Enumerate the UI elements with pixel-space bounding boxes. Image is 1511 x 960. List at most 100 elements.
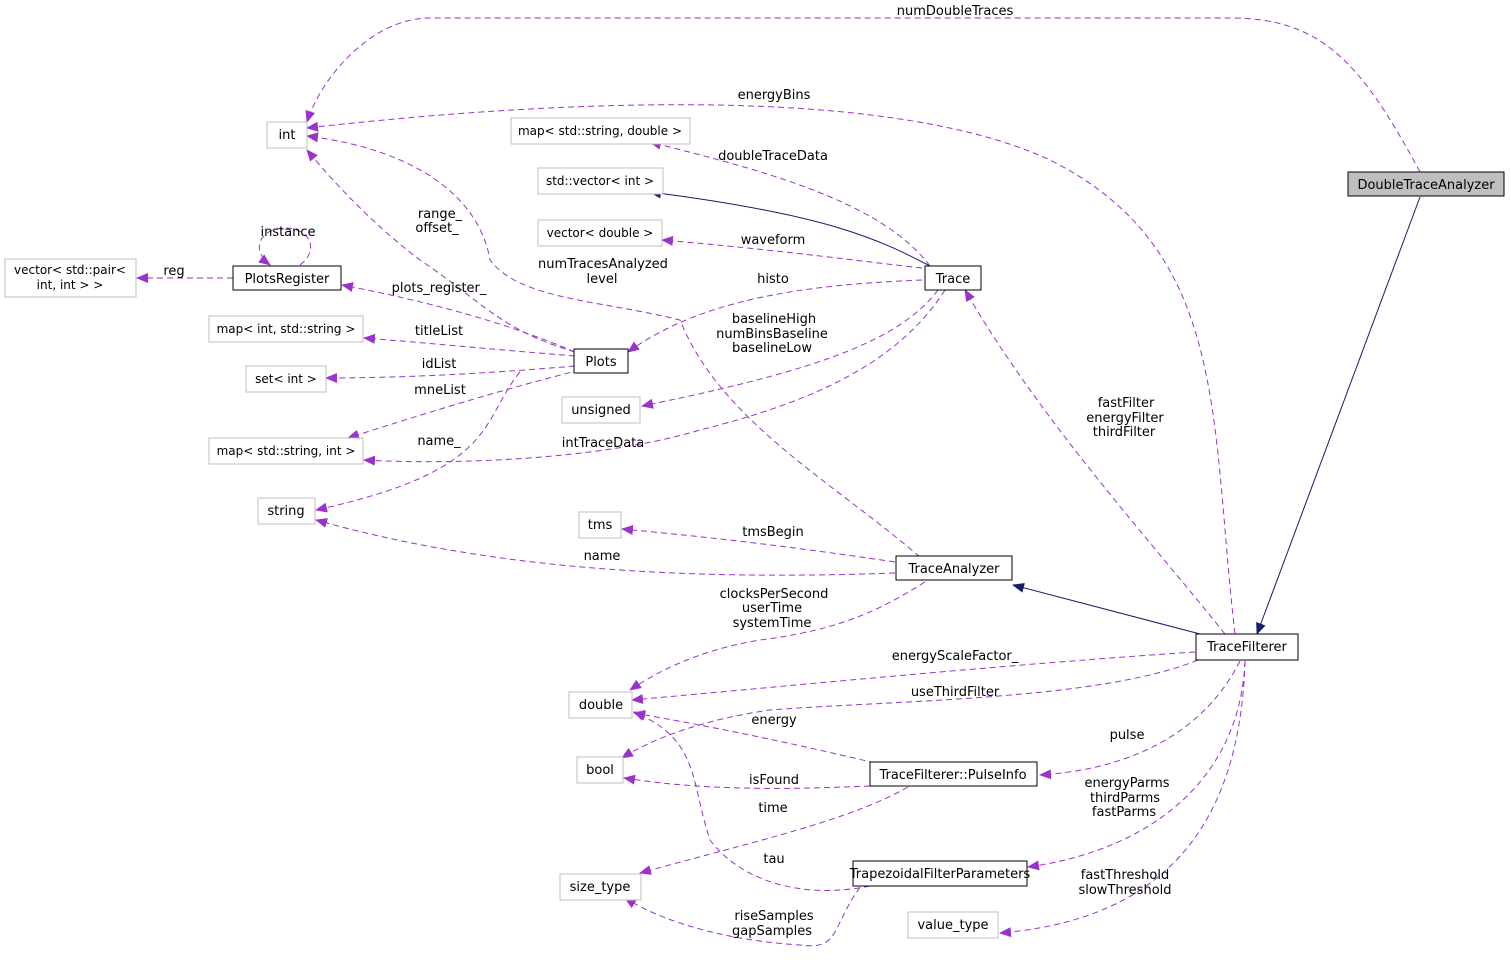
node-map-int-string[interactable]: map< int, std::string > bbox=[208, 315, 364, 343]
node-label: map< std::string, double > bbox=[518, 124, 682, 138]
edge-filters bbox=[964, 289, 1226, 635]
edge-usethirdfilter bbox=[621, 659, 1199, 759]
node-bool[interactable]: bool bbox=[576, 756, 624, 784]
edge-label-mne-list: mneList bbox=[414, 383, 466, 398]
edge-waveform bbox=[661, 235, 923, 269]
edge-clocks bbox=[629, 581, 926, 691]
node-trace-analyzer[interactable]: TraceAnalyzer bbox=[895, 555, 1013, 581]
edge-titlelist bbox=[363, 333, 576, 357]
node-label: std::vector< int > bbox=[546, 174, 654, 188]
node-trace[interactable]: Trace bbox=[924, 265, 982, 291]
edge-label-num-traces-analyzed: numTracesAnalyzed bbox=[538, 257, 668, 272]
node-label: map< int, std::string > bbox=[217, 322, 356, 336]
edge-energyscalefactor bbox=[631, 651, 1196, 705]
edge-label-tms-begin: tmsBegin bbox=[742, 525, 804, 540]
edge-inttracedata bbox=[363, 289, 946, 466]
edge-label-rise-samples: riseSamples bbox=[734, 909, 813, 924]
node-trapezoidal-filter-parameters[interactable]: TrapezoidalFilterParameters bbox=[849, 860, 1031, 887]
node-label: value_type bbox=[917, 918, 988, 933]
node-label: double bbox=[579, 698, 623, 713]
node-label: TraceFilterer::PulseInfo bbox=[878, 768, 1026, 783]
node-label: TraceFilterer bbox=[1206, 640, 1287, 655]
node-std-vector-int[interactable]: std::vector< int > bbox=[537, 167, 664, 195]
edge-label-int-trace-data: intTraceData bbox=[562, 436, 644, 451]
node-label: tms bbox=[588, 518, 613, 533]
edge-label-num-double-traces: numDoubleTraces bbox=[897, 4, 1014, 19]
edge-instance bbox=[258, 227, 312, 266]
edge-range-offset bbox=[306, 149, 576, 353]
node-pulse-info[interactable]: TraceFilterer::PulseInfo bbox=[869, 761, 1038, 787]
edge-label-energy-parms: energyParms bbox=[1084, 776, 1169, 791]
edge-histo bbox=[627, 279, 923, 353]
edge-label-fast-parms: fastParms bbox=[1092, 805, 1156, 820]
edge-label-reg: reg bbox=[163, 264, 184, 279]
node-map-string-int[interactable]: map< std::string, int > bbox=[208, 437, 364, 465]
edge-baseline bbox=[641, 289, 939, 409]
edge-label-offset: offset_ bbox=[415, 221, 459, 236]
edge-isfound bbox=[623, 774, 871, 789]
edge-label-tau: tau bbox=[763, 852, 784, 867]
edge-rise-gap bbox=[624, 886, 861, 947]
node-label: bool bbox=[586, 763, 614, 778]
edge-label-instance: instance bbox=[260, 225, 315, 240]
edge-label-energy: energy bbox=[751, 713, 797, 728]
edge-idlist bbox=[325, 365, 576, 383]
node-label: set< int > bbox=[255, 372, 317, 386]
node-double-trace-analyzer[interactable]: DoubleTraceAnalyzer bbox=[1347, 171, 1505, 197]
edge-label-clocks-per-second: clocksPerSecond bbox=[720, 587, 829, 602]
edge-label-system-time: systemTime bbox=[733, 616, 812, 631]
node-value-type[interactable]: value_type bbox=[907, 911, 999, 939]
node-label: string bbox=[267, 504, 304, 519]
edge-energy bbox=[633, 709, 876, 764]
node-map-string-double[interactable]: map< std::string, double > bbox=[510, 117, 691, 145]
node-vector-pair[interactable]: vector< std::pair< int, int > > bbox=[4, 258, 137, 298]
edge-label-third-filter: thirdFilter bbox=[1093, 425, 1156, 440]
edge-label-is-found: isFound bbox=[749, 773, 799, 788]
node-set-int[interactable]: set< int > bbox=[245, 365, 327, 393]
node-label: unsigned bbox=[571, 403, 631, 418]
edge-label-energy-bins: energyBins bbox=[738, 88, 811, 103]
edge-label-pulse: pulse bbox=[1110, 728, 1145, 743]
edge-label-range: range_ bbox=[418, 207, 463, 222]
node-unsigned[interactable]: unsigned bbox=[561, 396, 641, 424]
node-int[interactable]: int bbox=[266, 121, 308, 149]
node-plots-register[interactable]: PlotsRegister bbox=[232, 265, 342, 291]
edge-label-energy-scale-factor: energyScaleFactor_ bbox=[892, 649, 1019, 664]
edge-doubletracedata bbox=[649, 139, 931, 267]
edge-label-fast-filter: fastFilter bbox=[1098, 396, 1155, 411]
edge-name-underscore bbox=[315, 371, 521, 513]
edge-label-third-parms: thirdParms bbox=[1090, 791, 1160, 806]
edge-tracefilterer-traceanalyzer bbox=[1012, 582, 1201, 635]
edge-label-num-bins-baseline: numBinsBaseline bbox=[716, 327, 828, 342]
node-label: DoubleTraceAnalyzer bbox=[1357, 178, 1495, 193]
node-label: map< std::string, int > bbox=[217, 444, 356, 458]
edge-pulse bbox=[1039, 660, 1241, 780]
node-label-line2: int, int > > bbox=[37, 278, 104, 292]
node-tms[interactable]: tms bbox=[578, 511, 622, 539]
edge-numdoubletraces bbox=[305, 17, 1421, 173]
edge-label-fast-threshold: fastThreshold bbox=[1081, 868, 1169, 883]
node-vector-double[interactable]: vector< double > bbox=[537, 219, 663, 247]
edge-label-energy-filter: energyFilter bbox=[1086, 411, 1164, 426]
edge-label-name-underscore: name_ bbox=[417, 434, 461, 449]
edge-name bbox=[315, 518, 896, 576]
node-trace-filterer[interactable]: TraceFilterer bbox=[1195, 633, 1299, 661]
edge-mnelist bbox=[347, 369, 581, 440]
node-string[interactable]: string bbox=[257, 497, 316, 525]
node-plots[interactable]: Plots bbox=[573, 348, 629, 374]
edge-tracefilterer-doubletraceanalyzer bbox=[1256, 196, 1421, 635]
edge-label-slow-threshold: slowThreshold bbox=[1078, 883, 1171, 898]
node-double[interactable]: double bbox=[568, 691, 633, 719]
edge-label-name: name bbox=[584, 549, 621, 564]
node-label: size_type bbox=[570, 880, 631, 895]
edge-label-gap-samples: gapSamples bbox=[732, 924, 812, 939]
edge-thresholds bbox=[999, 660, 1246, 938]
edge-label-plots-register: plots_register_ bbox=[392, 281, 487, 296]
node-label: Plots bbox=[585, 355, 617, 370]
edge-numtraces-level bbox=[306, 132, 921, 558]
node-label: vector< double > bbox=[547, 226, 654, 240]
node-label: TrapezoidalFilterParameters bbox=[849, 867, 1031, 882]
node-size-type[interactable]: size_type bbox=[559, 873, 642, 901]
